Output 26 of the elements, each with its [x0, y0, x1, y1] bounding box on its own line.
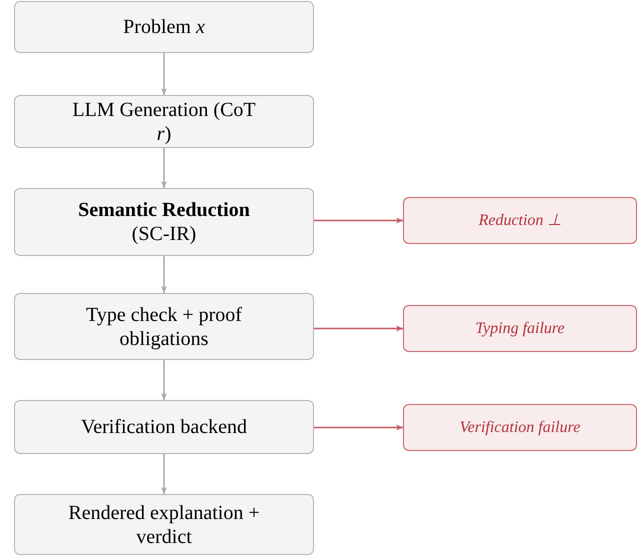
arrow	[314, 326, 403, 332]
process-box	[14, 293, 314, 360]
arrow	[161, 360, 167, 400]
arrow	[314, 424, 403, 430]
failure-label: Verification failure	[460, 418, 580, 438]
failure-box	[403, 305, 637, 352]
arrow	[161, 256, 167, 293]
step-label: LLM Generation (CoT r)	[71, 98, 257, 146]
arrow	[314, 218, 403, 224]
process-box	[14, 400, 314, 454]
arrow	[161, 148, 167, 188]
step-label: Semantic Reduction (SC-IR)	[77, 198, 251, 246]
step-label: Verification backend	[80, 415, 248, 439]
arrow	[161, 454, 167, 494]
arrow	[161, 53, 167, 95]
failure-label: Typing failure	[475, 318, 565, 338]
step-label: Rendered explanation + verdict	[67, 500, 261, 548]
failure-label: Reduction ⊥	[478, 210, 562, 230]
step-label: Type check + proof obligations	[85, 302, 243, 350]
process-box	[14, 95, 314, 148]
step-label: Problem x	[123, 15, 205, 39]
failure-box	[403, 404, 637, 451]
process-box	[14, 494, 314, 555]
failure-box	[403, 197, 637, 244]
process-box	[14, 188, 314, 256]
process-box	[14, 1, 314, 53]
